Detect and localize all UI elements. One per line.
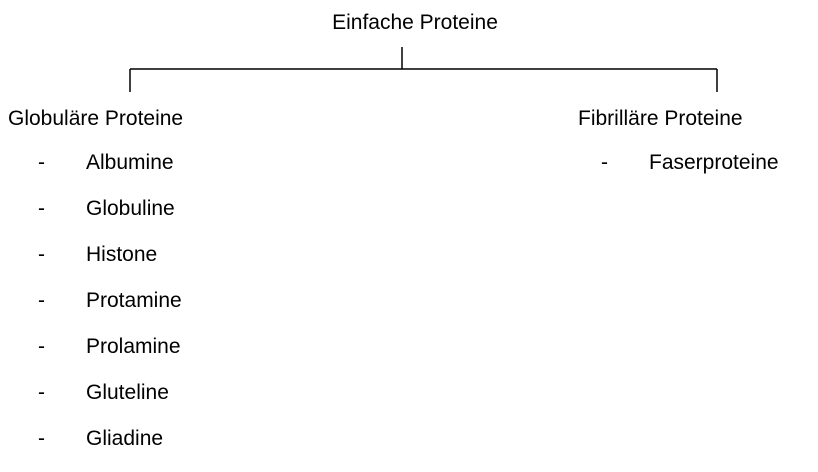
item-label: Gliadine <box>86 427 164 450</box>
list-item: - Gliadine <box>38 426 182 472</box>
item-label: Histone <box>86 243 158 266</box>
list-item: - Protamine <box>38 288 182 334</box>
branch-title-fibrillar: Fibrilläre Proteine <box>578 107 743 130</box>
item-label: Faserproteine <box>649 151 779 174</box>
list-item: - Globuline <box>38 196 182 242</box>
root-node-title: Einfache Proteine <box>332 11 498 34</box>
item-label: Albumine <box>86 151 174 174</box>
item-label: Prolamine <box>86 335 181 358</box>
list-bullet: - <box>38 335 45 358</box>
branch-title-globular: Globuläre Proteine <box>8 107 184 130</box>
list-bullet: - <box>38 151 45 174</box>
list-item: - Histone <box>38 242 182 288</box>
globular-protein-list: - Albumine - Globuline - Histone - Protamine… <box>38 150 182 472</box>
list-item: - Faserproteine <box>601 150 779 196</box>
list-bullet: - <box>38 289 45 312</box>
list-bullet: - <box>38 381 45 404</box>
list-item: - Prolamine <box>38 334 182 380</box>
tree-connector-lines <box>129 47 718 92</box>
item-label: Protamine <box>86 289 182 312</box>
item-label: Gluteline <box>86 381 169 404</box>
list-bullet: - <box>601 151 608 174</box>
list-item: - Gluteline <box>38 380 182 426</box>
list-bullet: - <box>38 197 45 220</box>
list-item: - Albumine <box>38 150 182 196</box>
item-label: Globuline <box>86 197 175 220</box>
list-bullet: - <box>38 427 45 450</box>
list-bullet: - <box>38 243 45 266</box>
fibrillar-protein-list: - Faserproteine <box>601 150 779 196</box>
